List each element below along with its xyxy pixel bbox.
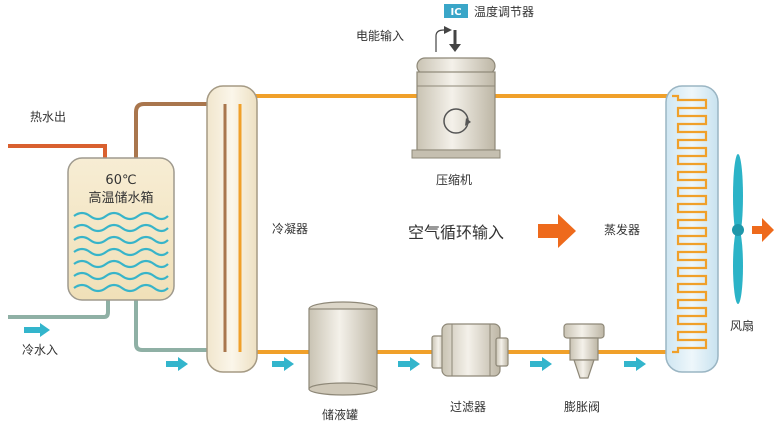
cold-water-in-pipe: [8, 300, 110, 319]
ic-badge-text: IC: [450, 7, 461, 18]
evaporator-label: 蒸发器: [604, 222, 640, 237]
condenser-label: 冷凝器: [272, 221, 308, 236]
evaporator: [665, 85, 719, 373]
hot-water-out-pipe: [8, 144, 107, 160]
flow-arrow-2: [272, 357, 294, 371]
receiver-label: 储液罐: [322, 407, 358, 422]
tank-water-waves: [73, 211, 169, 293]
fan-label: 风扇: [730, 318, 754, 333]
flow-arrow-3: [398, 357, 420, 371]
tank-to-condenser-pipe: [134, 102, 222, 178]
filter: [431, 323, 509, 377]
hot-water-tank: 60℃ 高温储水箱: [67, 157, 175, 301]
compressor-label: 压缩机: [436, 172, 472, 187]
power-input-label: 电能输入: [356, 28, 404, 43]
thermostat-label: 温度调节器: [474, 4, 534, 19]
condenser: [206, 85, 258, 373]
fan: [732, 154, 744, 304]
tank-temperature: 60℃: [105, 173, 136, 188]
ic-badge: [444, 4, 468, 18]
air-flow-arrow: [538, 214, 576, 248]
filter-label: 过滤器: [450, 400, 486, 414]
compressor: [411, 26, 501, 159]
expansion-valve: [563, 323, 605, 379]
fan-output-arrow: [752, 218, 774, 242]
flow-arrows: [24, 323, 646, 371]
cold-in-arrow: [24, 323, 50, 337]
flow-arrow-1: [166, 357, 188, 371]
expansion-valve-label: 膨胀阀: [564, 400, 600, 414]
cold-water-in-label: 冷水入: [22, 343, 58, 357]
evaporator-coil: [672, 94, 708, 354]
air-cycle-label: 空气循环输入: [408, 223, 504, 242]
flow-arrow-5: [624, 357, 646, 371]
flow-arrow-4: [530, 357, 552, 371]
receiver-tank: [308, 301, 378, 396]
tank-name: 高温储水箱: [88, 190, 153, 206]
hot-water-out-label: 热水出: [30, 110, 66, 124]
condenser-return-pipe: [134, 300, 222, 352]
